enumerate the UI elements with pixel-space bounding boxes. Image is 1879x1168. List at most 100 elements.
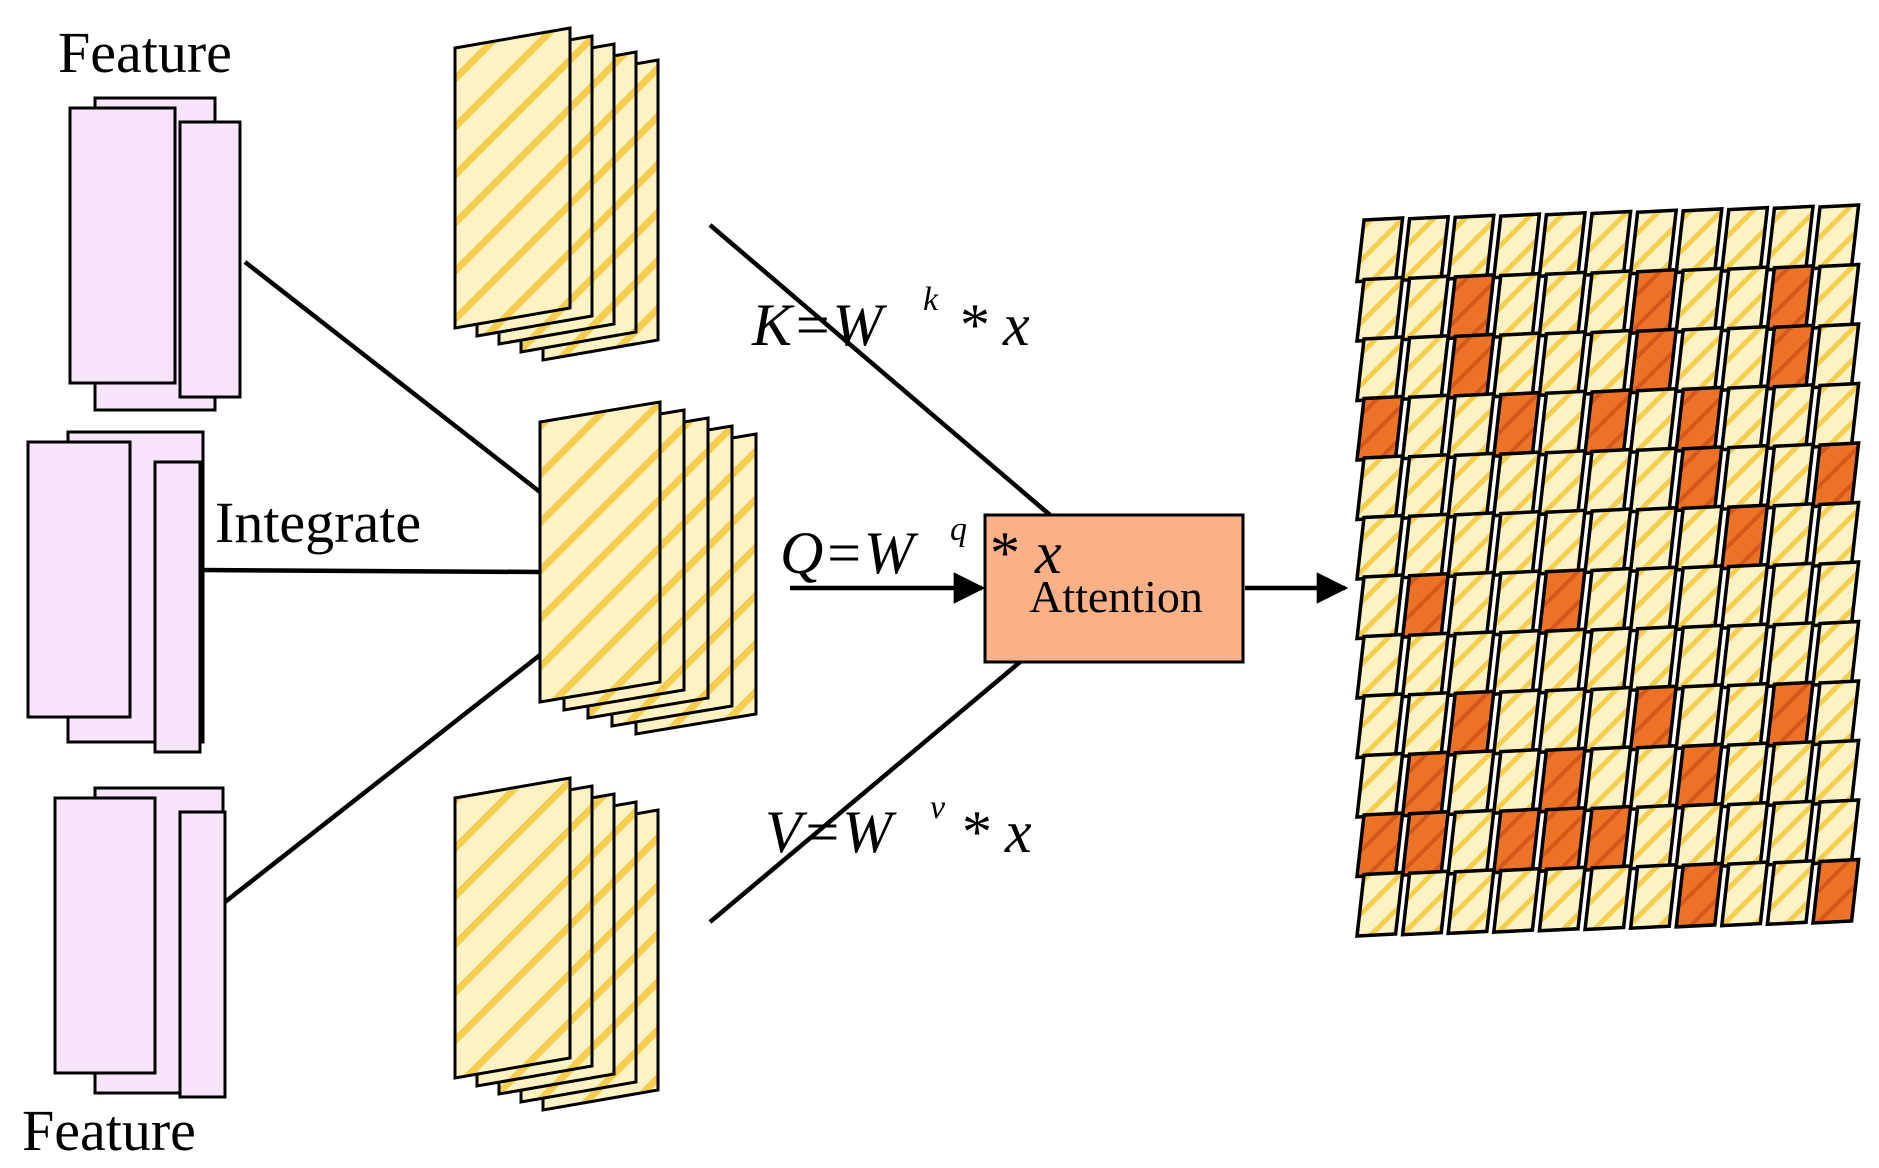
- attention-cell: [1765, 501, 1815, 570]
- attention-cell: [1719, 384, 1770, 452]
- attention-cell: [1400, 690, 1451, 759]
- attention-cell: [1628, 803, 1679, 871]
- attention-cell-highlighted: [1446, 689, 1496, 757]
- projection-sheet: [538, 400, 662, 704]
- attention-cell: [1446, 868, 1496, 936]
- attention-cell: [1355, 454, 1405, 522]
- attention-cell: [1811, 381, 1861, 449]
- attention-cell: [1628, 743, 1679, 812]
- attention-cell: [1355, 216, 1405, 284]
- attention-cell: [1491, 628, 1542, 696]
- attention-cell: [1355, 632, 1405, 700]
- attention-cell: [1719, 562, 1770, 630]
- attention-cell: [1446, 451, 1496, 519]
- attention-cell-highlighted: [1537, 567, 1587, 636]
- attention-cell: [1400, 274, 1451, 342]
- attention-cell: [1355, 692, 1405, 760]
- attention-cell-highlighted: [1583, 804, 1633, 872]
- key-formula-var: x: [1002, 292, 1030, 358]
- attention-cell-highlighted: [1628, 267, 1679, 336]
- attention-cell: [1583, 745, 1633, 813]
- attention-cell: [1446, 511, 1496, 579]
- feature-label-top: Feature: [58, 20, 232, 85]
- attention-cell: [1400, 214, 1451, 283]
- line-value-to-attention: [708, 660, 1022, 924]
- attention-cell: [1537, 865, 1587, 933]
- query-formula: Q=W q * x: [780, 511, 1062, 586]
- attention-cell: [1537, 389, 1587, 457]
- attention-cell: [1400, 393, 1451, 461]
- feature-sheet: [68, 106, 177, 385]
- feature-sheet: [53, 796, 157, 1075]
- integrate-label: Integrate: [215, 490, 421, 555]
- line-feature-top-to-integrated: [243, 260, 542, 494]
- attention-cell-highlighted: [1491, 807, 1542, 875]
- attention-cell: [1628, 624, 1679, 693]
- attention-cell: [1719, 741, 1770, 809]
- feature-label-bottom: Feature: [22, 1098, 196, 1163]
- attention-cell: [1491, 450, 1542, 518]
- attention-cell-highlighted: [1674, 385, 1724, 453]
- attention-cell: [1765, 799, 1815, 867]
- attention-cell: [1628, 862, 1679, 931]
- attention-cell: [1400, 512, 1451, 580]
- value-formula: V=W v * x: [765, 789, 1032, 865]
- attention-cell: [1811, 560, 1861, 628]
- key-formula: K=W k * x: [751, 281, 1030, 358]
- connection-lines: [199, 223, 1349, 924]
- feature-sheet: [178, 810, 227, 1099]
- value-formula-lhs: V=W: [765, 799, 897, 865]
- attention-cell: [1400, 452, 1451, 521]
- attention-cell: [1491, 271, 1542, 339]
- attention-cell: [1583, 685, 1633, 753]
- attention-cell: [1446, 570, 1496, 638]
- attention-cell: [1400, 631, 1451, 699]
- attention-cell: [1765, 620, 1815, 689]
- attention-cell: [1628, 446, 1679, 514]
- attention-cell: [1355, 573, 1405, 641]
- attention-cell-highlighted: [1400, 571, 1451, 640]
- value-formula-var: x: [1004, 799, 1032, 865]
- attention-cell: [1537, 508, 1587, 576]
- value-projection-stack: [453, 776, 660, 1112]
- attention-cell: [1811, 322, 1861, 390]
- attention-cell: [1491, 866, 1542, 934]
- value-formula-star: *: [962, 799, 992, 865]
- value-formula-superscript: v: [930, 789, 946, 826]
- attention-cell: [1355, 275, 1405, 343]
- attention-cell: [1537, 448, 1587, 517]
- attention-cell: [1719, 265, 1770, 333]
- attention-cell: [1765, 858, 1815, 927]
- attention-cell-highlighted: [1811, 857, 1861, 925]
- query-formula-var: x: [1034, 520, 1062, 586]
- attention-cell: [1583, 447, 1633, 515]
- attention-cell-highlighted: [1537, 805, 1587, 874]
- attention-cell: [1811, 798, 1861, 866]
- attention-cell: [1674, 207, 1724, 275]
- attention-cell: [1674, 326, 1724, 394]
- attention-cell-highlighted: [1719, 503, 1770, 571]
- attention-cell-highlighted: [1628, 684, 1679, 752]
- line-key-to-attention: [708, 223, 1052, 517]
- attention-cell: [1537, 627, 1587, 695]
- projection-sheet: [453, 776, 572, 1080]
- attention-cell: [1491, 509, 1542, 577]
- attention-cell: [1583, 626, 1633, 694]
- attention-cell: [1583, 209, 1633, 277]
- attention-cell-highlighted: [1355, 811, 1405, 879]
- feature-map-stacks: [26, 96, 242, 1099]
- attention-cell-highlighted: [1765, 323, 1815, 391]
- attention-cell: [1446, 808, 1496, 876]
- attention-cell-highlighted: [1400, 750, 1451, 818]
- attention-cell: [1811, 203, 1861, 271]
- attention-cell-highlighted: [1446, 332, 1496, 400]
- key-formula-superscript: k: [923, 281, 939, 318]
- feature-stack-middle: [26, 430, 205, 754]
- attention-cell: [1811, 262, 1861, 330]
- attention-cell: [1674, 266, 1724, 334]
- attention-cell: [1811, 679, 1861, 747]
- attention-cell: [1446, 630, 1496, 698]
- attention-cell: [1446, 213, 1496, 281]
- feature-sheet: [178, 120, 242, 399]
